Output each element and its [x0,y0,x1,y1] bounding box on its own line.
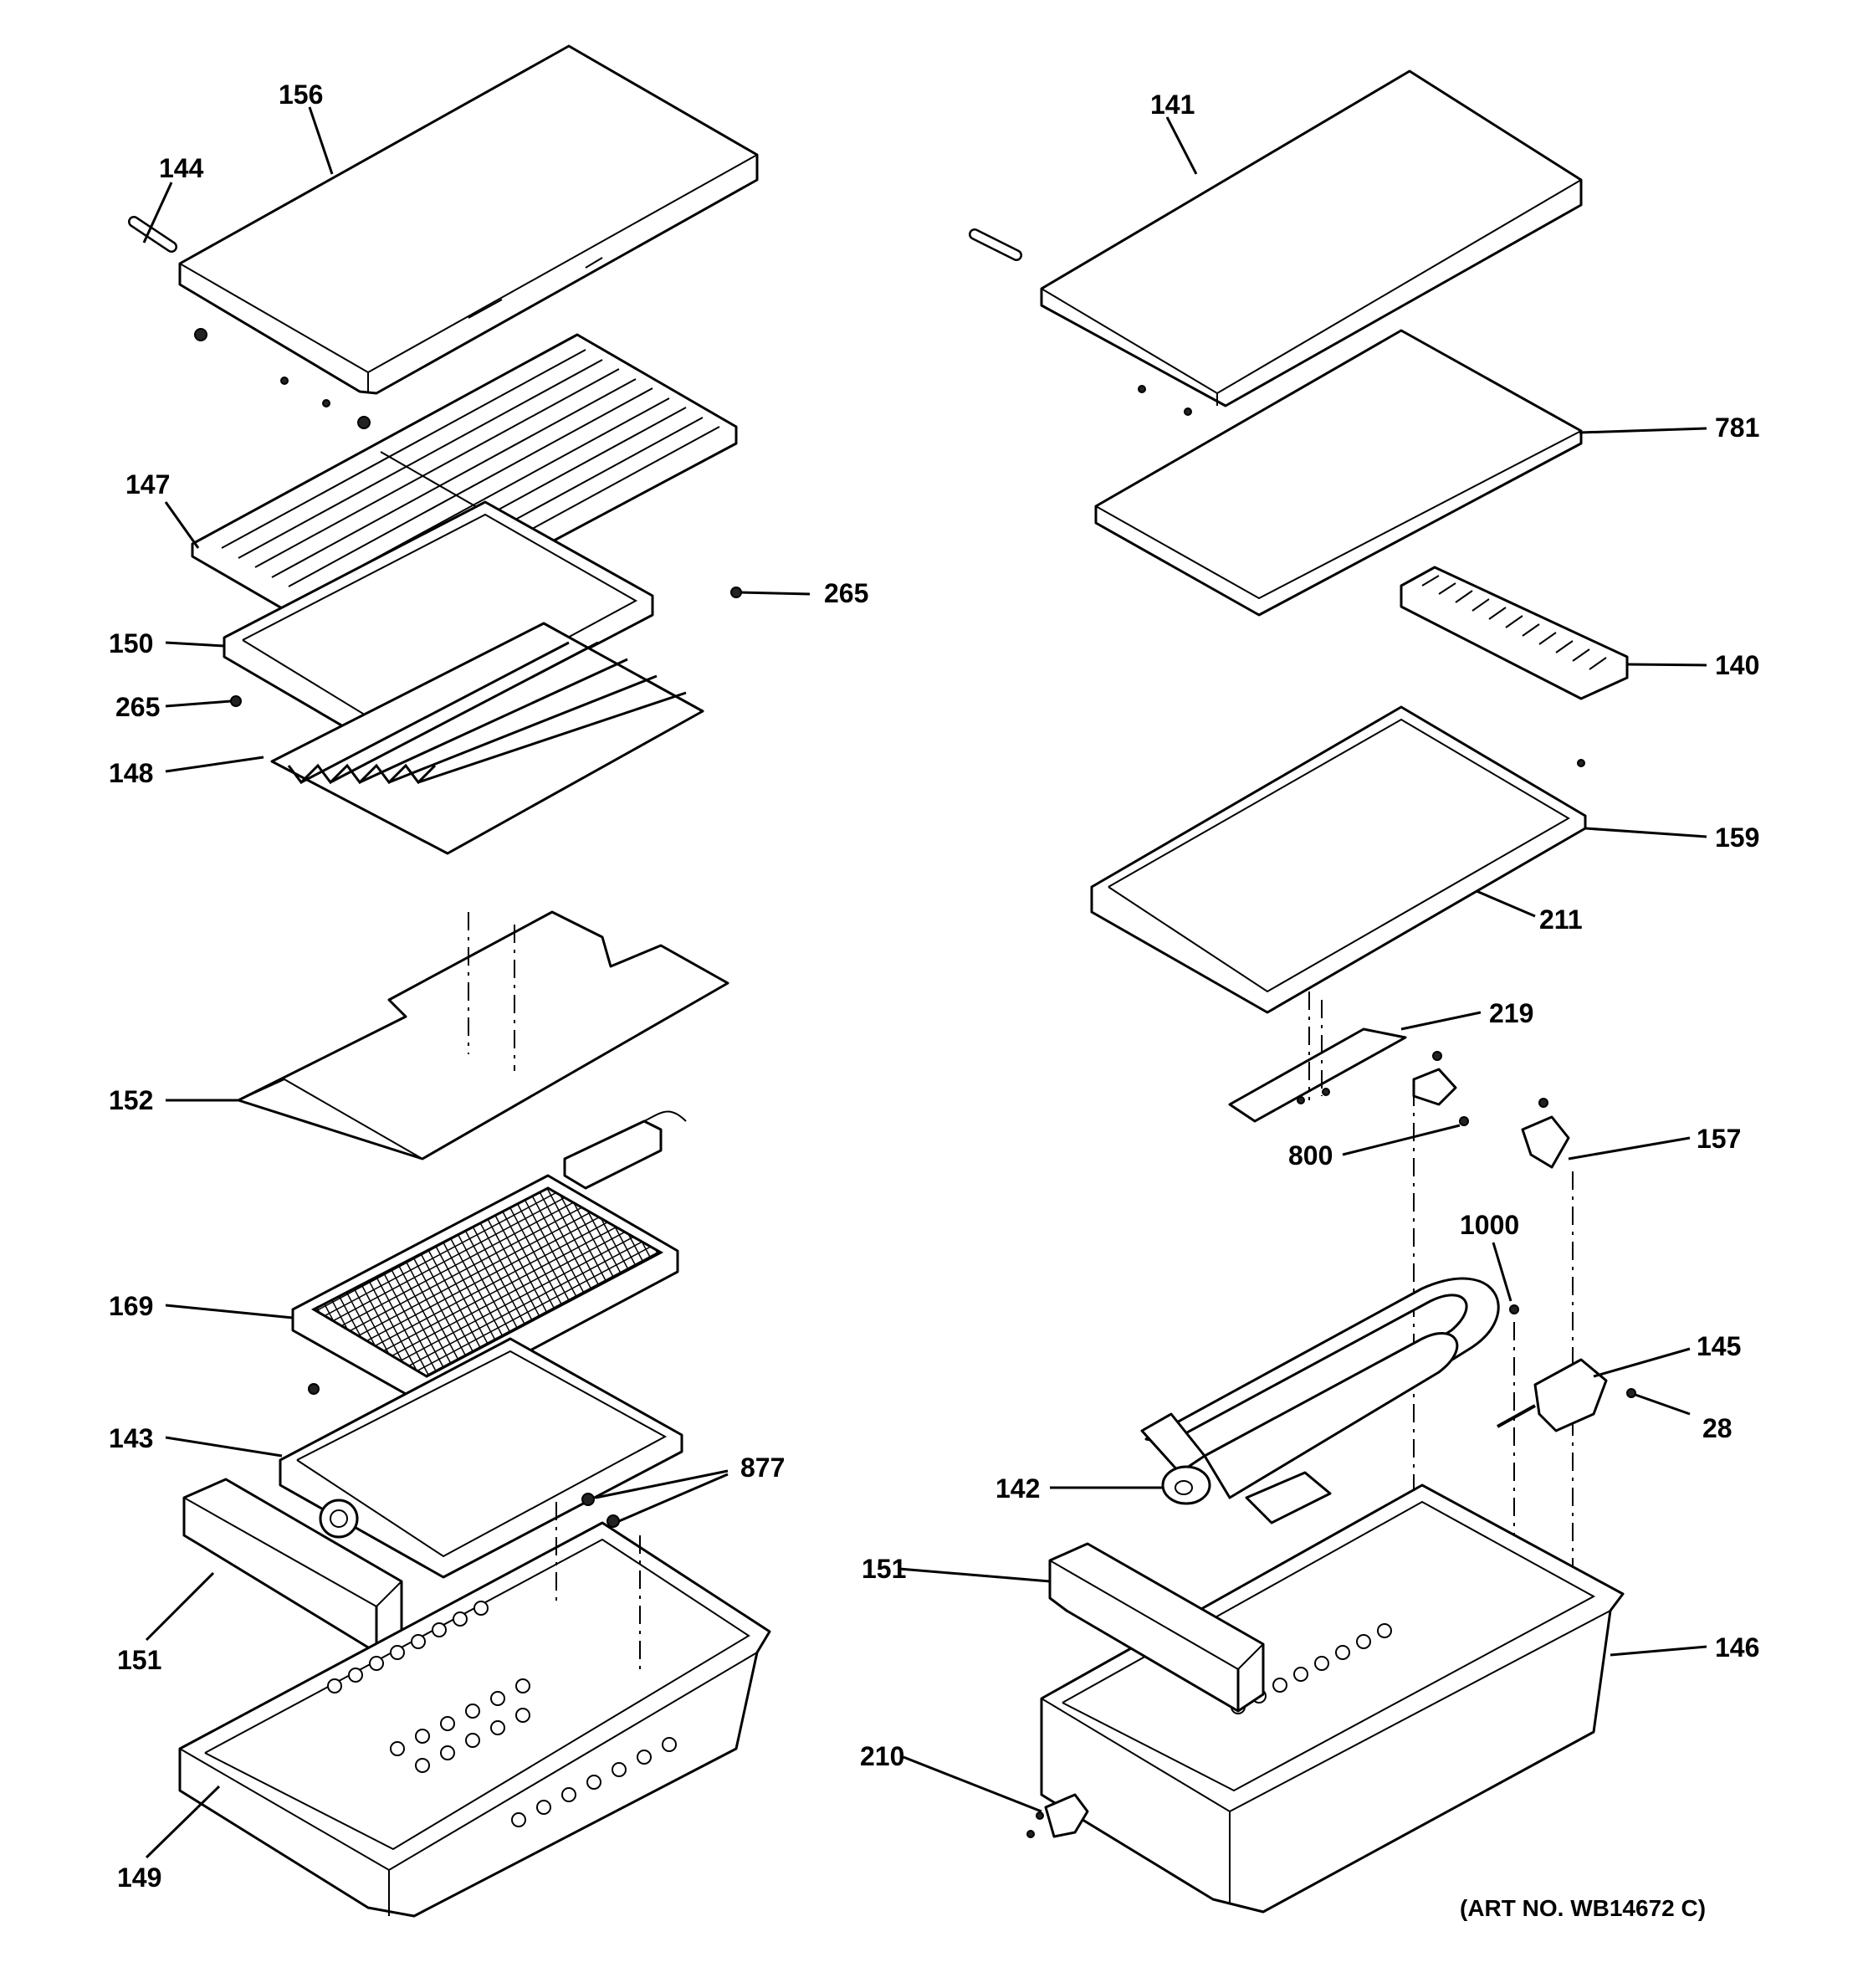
callout-265: 265 [824,578,868,608]
callout-169: 169 [109,1291,153,1321]
leader-lines [142,106,1707,1859]
callout-210: 210 [860,1741,904,1771]
part-149-burner-box [178,1521,771,1918]
part-140-grease-tray [1400,566,1629,700]
part-igniter-module [563,1110,687,1190]
callout-148: 148 [109,758,153,788]
part-169-burner-screen [291,1174,679,1407]
part-800-bracket [1412,1068,1457,1106]
callout-781: 781 [1715,412,1759,443]
part-159-griddle-pan [1090,705,1587,1014]
screw-icon [1138,385,1192,416]
part-142-griddle-burner [1140,1277,1500,1524]
screw-icon [1432,1051,1442,1061]
callout-143: 143 [109,1423,153,1453]
callout-142: 142 [995,1473,1040,1504]
screw-icon [1577,759,1585,767]
callout-157: 157 [1697,1124,1741,1154]
part-148-radiant-plate [270,622,704,855]
callout-140: 140 [1715,650,1759,680]
part-141-handle [969,228,1022,261]
callout-28: 28 [1702,1413,1732,1443]
part-210-clip [1026,1793,1089,1838]
screw-icon [1459,1116,1469,1126]
callout-151: 151 [862,1554,906,1584]
callout-152: 152 [109,1085,153,1115]
callout-219: 219 [1489,998,1533,1028]
callout-146: 146 [1715,1632,1759,1663]
callout-149: 149 [117,1862,161,1893]
part-145-valve [1497,1358,1608,1432]
callout-141: 141 [1150,90,1195,120]
callout-877: 877 [740,1453,785,1483]
screw-icon [1297,1088,1330,1104]
part-219-bracket [1228,1027,1407,1123]
screw-icon [581,1493,620,1528]
part-150-frame [223,500,654,755]
callout-150: 150 [109,628,153,658]
part-781-griddle-plate [1094,329,1583,617]
screw-icon [194,328,371,429]
callout-156: 156 [279,79,323,110]
part-156-grill-cover [178,44,759,395]
callout-211: 211 [1539,904,1583,935]
screw-icon [308,1383,320,1395]
screw-icon [1509,1304,1519,1314]
part-147-grill-grate [191,333,738,650]
part-142-orifice [1161,1465,1211,1505]
part-143-burner-tray [279,1337,683,1579]
callout-800: 800 [1288,1140,1333,1171]
screw-icon [230,695,242,707]
screw-icon [730,587,742,598]
callout-147: 147 [125,469,170,500]
part-157-bracket [1521,1115,1570,1169]
part-143-valve [319,1499,359,1539]
part-144-handle [128,216,177,253]
callout-151: 151 [117,1645,161,1675]
part-141-griddle-cover [1040,69,1583,407]
part-151-drip-tray-right [1048,1542,1265,1713]
callout-1000: 1000 [1460,1210,1519,1240]
callout-144: 144 [159,153,204,183]
screw-icon [1538,1098,1548,1108]
part-152-heat-shield [237,910,729,1161]
art-number: (ART NO. WB14672 C) [1460,1895,1706,1921]
part-146-burner-box [1040,1483,1625,1914]
screw-icon [1626,1388,1636,1398]
callout-labels: 156 144 147 265 150 265 148 152 169 143 … [109,79,1759,1921]
callout-159: 159 [1715,822,1759,853]
callout-145: 145 [1697,1331,1741,1361]
callout-265: 265 [115,692,160,722]
